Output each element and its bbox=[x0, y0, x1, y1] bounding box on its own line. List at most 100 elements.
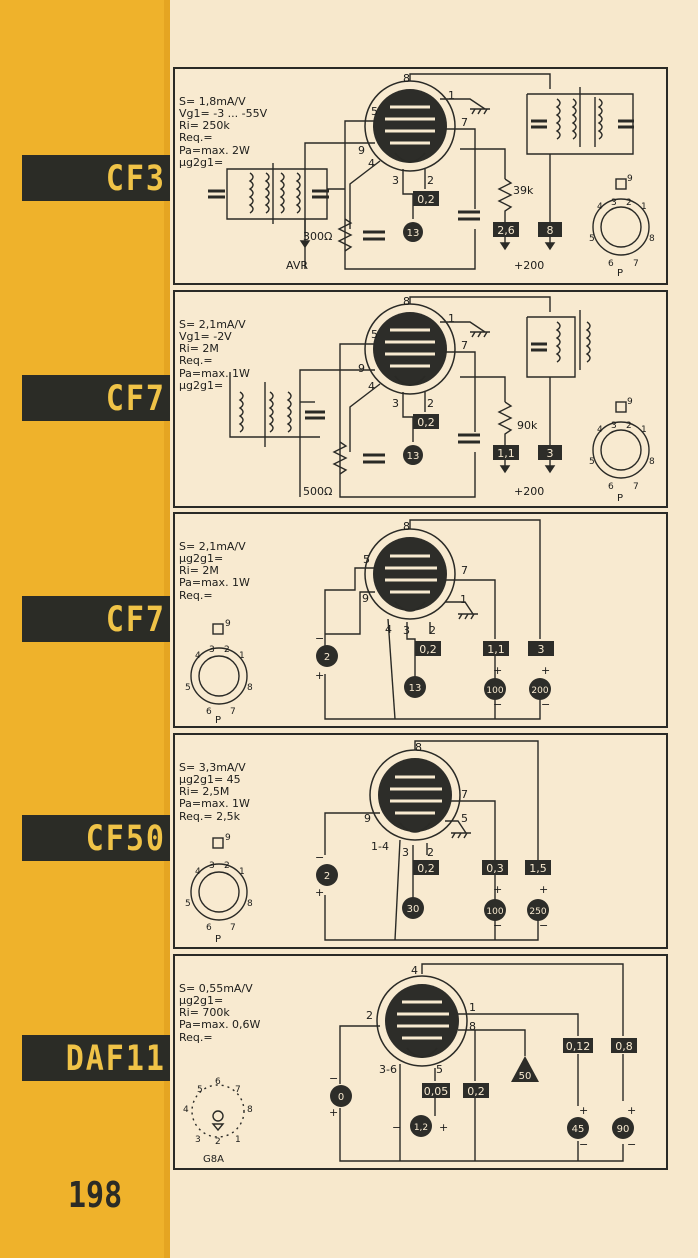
diode-triangle bbox=[511, 1056, 539, 1082]
param-line: S= 0,55mA/V bbox=[179, 981, 253, 995]
svg-text:3: 3 bbox=[209, 861, 215, 871]
value-box-text: 0,12 bbox=[566, 1040, 591, 1053]
value-box-text: 0,05 bbox=[424, 1085, 449, 1098]
param-line: Req.= bbox=[179, 354, 213, 368]
circuit-diagram: 8 1 5 7 9 4 3 2 bbox=[208, 72, 655, 279]
tube-symbol bbox=[369, 749, 461, 841]
value-box-text: 0,3 bbox=[486, 862, 504, 875]
svg-text:6: 6 bbox=[608, 482, 614, 492]
svg-text:6: 6 bbox=[608, 259, 614, 269]
param-line: Pa=max. 1W bbox=[179, 576, 250, 590]
resistor-label: 90k bbox=[517, 419, 538, 432]
value-circle-text: 90 bbox=[617, 1124, 630, 1135]
value-box-text: 3 bbox=[547, 447, 554, 460]
avr-label: AVR bbox=[286, 259, 308, 272]
polarity-sign: − bbox=[315, 632, 324, 645]
tube-symbol bbox=[364, 303, 456, 395]
value-box bbox=[413, 191, 439, 206]
tube-name: CF3 bbox=[105, 159, 166, 200]
polarity-sign: − bbox=[539, 919, 548, 932]
svg-text:2: 2 bbox=[626, 421, 632, 431]
svg-text:8: 8 bbox=[247, 899, 253, 909]
value-box-text: 0,8 bbox=[615, 1040, 633, 1053]
param-line: S= 2,1mA/V bbox=[179, 539, 246, 553]
diode-triangle-text: 50 bbox=[519, 1071, 532, 1082]
value-circle bbox=[402, 897, 424, 919]
svg-text:3: 3 bbox=[611, 421, 617, 431]
param-line: Pa=max. 1W bbox=[179, 797, 250, 811]
value-circle bbox=[527, 899, 549, 921]
tube-label-cf7: CF7 bbox=[22, 375, 170, 421]
polarity-sign: − bbox=[315, 851, 324, 864]
value-box-text: 1,5 bbox=[529, 862, 547, 875]
svg-text:1: 1 bbox=[239, 867, 245, 877]
tube-name: CF7 bbox=[105, 379, 166, 420]
polarity-sign: − bbox=[493, 698, 502, 711]
svg-text:7: 7 bbox=[235, 1085, 241, 1095]
value-circle bbox=[404, 676, 426, 698]
value-circle bbox=[612, 1117, 634, 1139]
polarity-sign: + bbox=[539, 883, 548, 896]
supply-label: +200 bbox=[514, 485, 544, 498]
svg-text:7: 7 bbox=[230, 923, 236, 933]
circuit-diagram: 4 2 1 8 3-6 5 50 0,05 bbox=[183, 963, 637, 1165]
pin-label: 8 bbox=[403, 72, 410, 85]
param-line: S= 1,8mA/V bbox=[179, 94, 246, 108]
pin-label: 4 bbox=[368, 380, 375, 393]
pin-label: 3 bbox=[392, 397, 399, 410]
param-line: S= 3,3mA/V bbox=[179, 760, 246, 774]
value-circle-text: 100 bbox=[486, 686, 503, 696]
param-line: µg2g1= bbox=[179, 551, 224, 565]
svg-text:P: P bbox=[617, 268, 623, 279]
svg-text:3: 3 bbox=[611, 198, 617, 208]
pin-label: 2 bbox=[429, 624, 436, 637]
value-circle bbox=[484, 678, 506, 700]
value-box-text: 2,6 bbox=[497, 224, 515, 237]
supply-label: +200 bbox=[514, 259, 544, 272]
tube-label-cf3: CF3 bbox=[22, 155, 170, 201]
polarity-sign: + bbox=[315, 886, 324, 899]
param-line: Req.= bbox=[179, 588, 213, 602]
pin-label: 2 bbox=[427, 397, 434, 410]
pin-label: 9 bbox=[362, 592, 369, 605]
svg-text:7: 7 bbox=[633, 482, 639, 492]
param-line: Req.= bbox=[179, 1030, 213, 1044]
pin-label: 8 bbox=[403, 295, 410, 308]
pin-label: 8 bbox=[415, 741, 422, 754]
svg-text:6: 6 bbox=[206, 707, 212, 717]
socket-diagram: 9 4 3 2 1 5 8 6 7 P bbox=[185, 619, 253, 726]
value-box bbox=[483, 641, 509, 656]
polarity-sign: − bbox=[627, 1138, 636, 1151]
polarity-sign: + bbox=[315, 669, 324, 682]
tube-label-daf11: DAF11 bbox=[22, 1035, 170, 1081]
svg-text:2: 2 bbox=[224, 645, 230, 655]
polarity-sign: − bbox=[579, 1138, 588, 1151]
tube-name: CF7 bbox=[105, 600, 166, 641]
value-circle-text: 30 bbox=[407, 904, 420, 915]
value-box bbox=[413, 860, 439, 875]
svg-text:2: 2 bbox=[215, 1137, 221, 1147]
circuit-diagram: 8 9 7 5 1-4 3 2 0,2 0,3 1,5 bbox=[185, 740, 551, 945]
pin-label: 5 bbox=[363, 553, 370, 566]
svg-text:5: 5 bbox=[589, 457, 595, 467]
resistor-label: 300Ω bbox=[303, 230, 332, 243]
circuit-diagram: 8 1 5 7 9 4 3 2 bbox=[229, 295, 655, 504]
pin-label: 1 bbox=[460, 593, 467, 606]
svg-text:9: 9 bbox=[627, 174, 633, 184]
pin-label: 1 bbox=[469, 1001, 476, 1014]
param-line: Req.= 2,5k bbox=[179, 809, 240, 823]
svg-text:4: 4 bbox=[597, 425, 603, 435]
svg-text:4: 4 bbox=[195, 651, 201, 661]
pin-label: 1 bbox=[448, 89, 455, 102]
value-box-text: 8 bbox=[547, 224, 554, 237]
svg-text:9: 9 bbox=[627, 397, 633, 407]
value-circle-text: 100 bbox=[486, 907, 503, 917]
value-circle bbox=[316, 645, 338, 667]
